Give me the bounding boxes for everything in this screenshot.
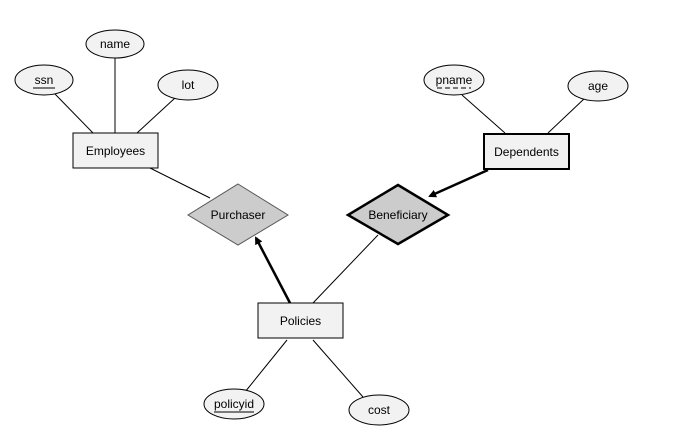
cost-attribute: cost [348,394,410,426]
policies-beneficiary-connector [312,234,379,304]
cost-label: cost [368,403,391,417]
lot-connector [136,97,176,134]
name-attribute: name [85,29,145,59]
purchaser-relationship: Purchaser [187,183,289,246]
beneficiary-label: Beneficiary [368,208,427,222]
lot-attribute: lot [157,69,219,101]
name-label: name [100,37,130,51]
dependents-entity: Dependents [483,133,570,170]
policies-purchaser-arrow [254,236,292,304]
ssn-attribute: ssn [14,64,74,96]
employees-entity: Employees [72,132,159,169]
purchaser-label: Purchaser [211,208,266,222]
age-connector [547,97,586,134]
pname-connector [461,94,506,134]
policyid-label: policyid [214,397,254,411]
pname-label: pname [436,73,473,87]
policyid-attribute: policyid [203,388,265,420]
age-label: age [588,79,608,93]
dependents-beneficiary-arrow [428,168,489,198]
ssn-label: ssn [35,73,54,87]
policyid-connector [244,339,288,393]
policies-entity: Policies [257,302,344,339]
beneficiary-relationship: Beneficiary [345,183,451,246]
employees-purchaser-connector [149,167,211,199]
age-attribute: age [567,70,629,102]
cost-connector [312,339,364,398]
ssn-connector [54,93,94,134]
policies-label: Policies [280,314,321,328]
employees-label: Employees [86,144,145,158]
dependents-label: Dependents [494,145,559,159]
lot-label: lot [182,78,195,92]
pname-attribute: pname [423,64,485,96]
